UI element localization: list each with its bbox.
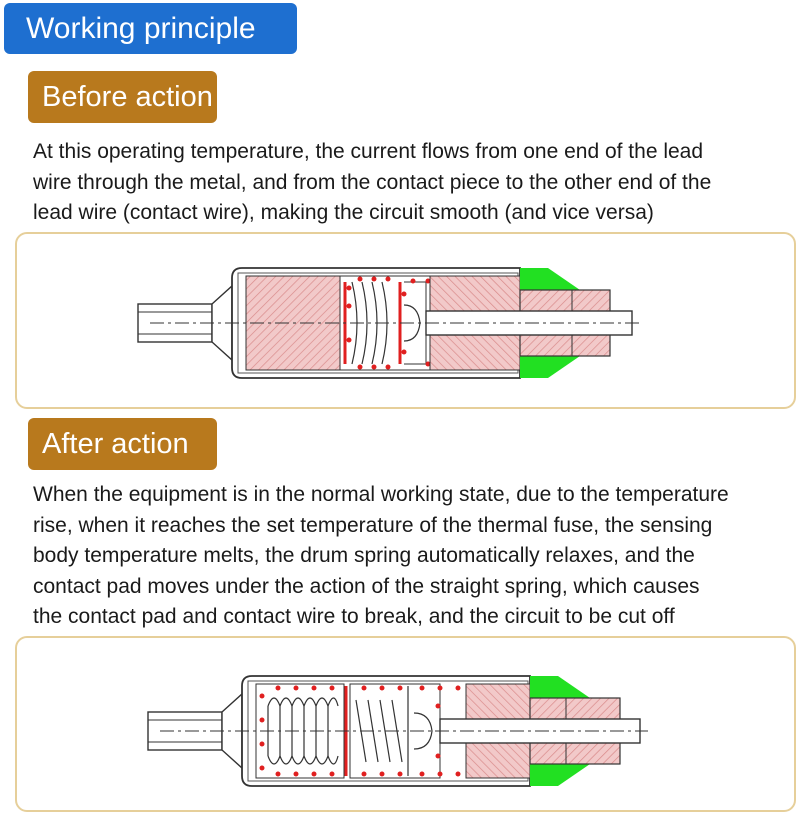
- after-fuse-diagram: [147, 675, 648, 787]
- before-line-1: At this operating temperature, the curre…: [33, 140, 704, 163]
- before-green-seal-top: [520, 268, 580, 290]
- after-line-3: body temperature melts, the drum spring …: [33, 544, 695, 567]
- before-line-3: lead wire (contact wire), making the cir…: [33, 201, 654, 224]
- after-line-2: rise, when it reaches the set temperatur…: [33, 513, 713, 537]
- after-green-seal-top: [530, 676, 590, 698]
- after-line-4: contact pad moves under the action of th…: [33, 574, 700, 598]
- after-contact-dots: [259, 685, 461, 777]
- after-action-heading: After action: [28, 418, 217, 470]
- before-action-heading: Before action: [28, 71, 217, 123]
- before-action-description: At this operating temperature, the curre…: [33, 137, 711, 229]
- after-action-description: When the equipment is in the normal work…: [33, 480, 729, 633]
- after-green-seal-bottom: [530, 764, 590, 786]
- before-left-lead-wire: [137, 284, 233, 362]
- after-line-5: the contact pad and contact wire to brea…: [33, 605, 675, 628]
- page-title: Working principle: [4, 3, 297, 54]
- before-green-seal-bottom: [520, 356, 580, 378]
- before-fuse-diagram: [137, 267, 640, 379]
- before-line-2: wire through the metal, and from the con…: [33, 170, 712, 194]
- after-line-1: When the equipment is in the normal work…: [33, 483, 729, 506]
